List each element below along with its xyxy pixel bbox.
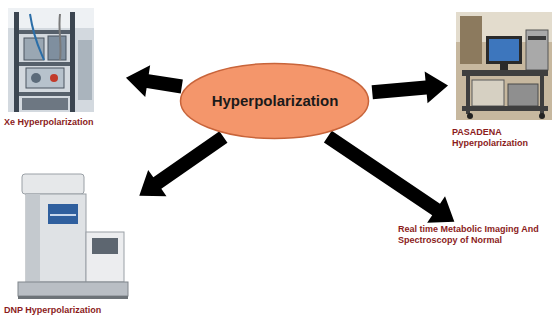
polarizer-cabinet	[26, 194, 86, 282]
ellipse-shape	[181, 64, 369, 139]
photo-ceiling	[8, 8, 94, 28]
side-console	[86, 232, 124, 282]
equipment-slot	[528, 36, 546, 40]
block-arrow	[139, 131, 227, 196]
caption-text: Xe Hyperpolarization	[4, 117, 122, 128]
photo-ground	[456, 12, 552, 120]
rack-base	[22, 98, 68, 110]
cart-top	[462, 70, 548, 76]
caption-text: DNP Hyperpolarization	[4, 305, 136, 316]
polarizer-top	[22, 174, 84, 194]
hub-ellipse: Hyperpolarization	[179, 62, 370, 140]
equipment-box	[48, 36, 66, 60]
equipment-box	[526, 30, 548, 70]
block-arrow	[372, 71, 448, 103]
rack-shelf	[19, 30, 70, 34]
console-screen	[92, 238, 118, 254]
equipment-box	[472, 80, 504, 106]
rack-post	[14, 12, 19, 112]
pasadena-polarizer-photo	[456, 12, 552, 120]
monitor-screen	[489, 39, 519, 61]
base-shadow	[18, 296, 128, 299]
text-node: Real time Metabolic Imaging And Spectros…	[398, 224, 550, 246]
cart-shelf	[462, 106, 548, 111]
wall-panel	[78, 40, 92, 100]
cart-wheel	[467, 113, 473, 119]
cable	[59, 14, 60, 60]
cabinet	[460, 16, 482, 64]
block-arrow	[324, 131, 454, 223]
photo-node: PASADENA Hyperpolarization	[452, 12, 554, 149]
brand-panel	[48, 204, 78, 224]
photo-ground	[8, 8, 94, 112]
dnp-polarizer-photo	[18, 174, 128, 299]
caption-text: PASADENA Hyperpolarization	[452, 127, 554, 149]
block-arrow	[126, 65, 183, 97]
monitor-stand	[500, 64, 508, 70]
rack-shelf	[19, 92, 70, 96]
cable	[30, 14, 44, 60]
hub-label: Hyperpolarization	[212, 92, 339, 110]
polarizer-base	[18, 282, 128, 296]
cabinet-shadow	[26, 194, 40, 282]
rack-shelf	[19, 62, 70, 66]
equipment-box	[26, 68, 64, 88]
photo-node: DNP Hyperpolarization	[4, 172, 136, 316]
caption-text: Real time Metabolic Imaging And Spectros…	[398, 224, 550, 246]
equipment-box	[24, 38, 44, 60]
valve	[50, 74, 58, 82]
gauge	[31, 73, 41, 83]
photo-node: Xe Hyperpolarization	[4, 8, 122, 128]
equipment-box	[508, 84, 538, 106]
monitor-frame	[486, 36, 522, 64]
cart-wheel	[539, 113, 545, 119]
rack-post	[70, 12, 75, 112]
xe-polarizer-photo	[8, 8, 94, 112]
brand-stripe	[50, 214, 76, 216]
